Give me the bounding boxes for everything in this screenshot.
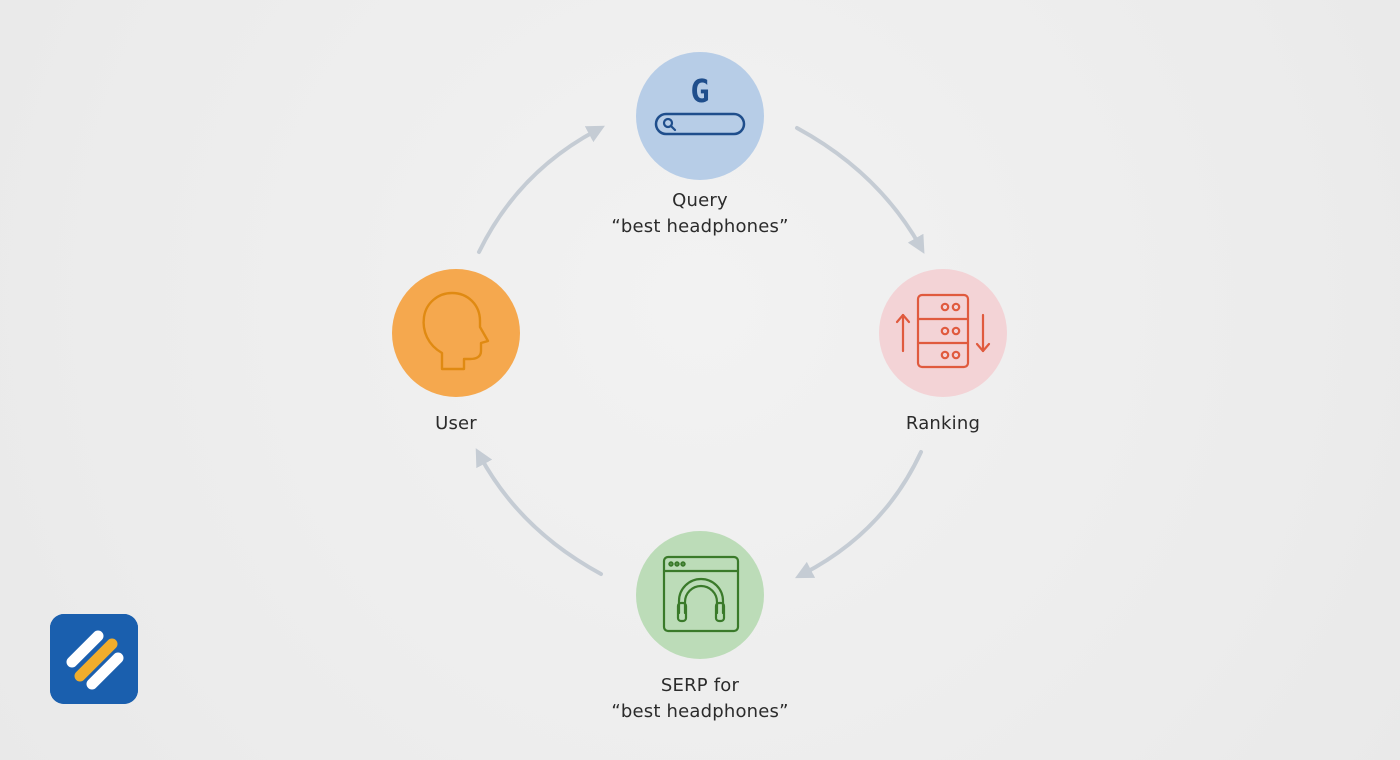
node-serp <box>636 531 764 659</box>
user-head-icon <box>392 269 520 397</box>
browser-headphones-icon <box>636 531 764 659</box>
label-query: Query “best headphones” <box>540 188 860 240</box>
label-user: User <box>296 411 616 437</box>
node-ranking <box>879 269 1007 397</box>
brand-logo <box>50 614 138 704</box>
node-query-subtitle: “best headphones” <box>611 216 789 237</box>
search-bar-icon: G <box>636 52 764 180</box>
node-serp-subtitle: “best headphones” <box>611 701 789 722</box>
arrow-serp-to-user <box>475 448 603 576</box>
arrow-user-to-query <box>477 125 605 254</box>
node-user-title: User <box>435 413 477 434</box>
node-ranking-title: Ranking <box>905 413 981 434</box>
node-user <box>392 269 520 397</box>
arrow-query-to-ranking <box>795 126 925 254</box>
server-rank-icon <box>879 269 1007 397</box>
node-query-title: Query <box>672 190 728 211</box>
brand-logo-icon <box>50 614 138 704</box>
label-ranking: Ranking <box>783 411 1103 437</box>
search-logo-letter: G <box>690 72 709 110</box>
node-serp-title: SERP for <box>660 675 740 696</box>
node-query: G <box>636 52 764 180</box>
arrow-ranking-to-serp <box>795 450 923 579</box>
label-serp: SERP for “best headphones” <box>540 673 860 725</box>
